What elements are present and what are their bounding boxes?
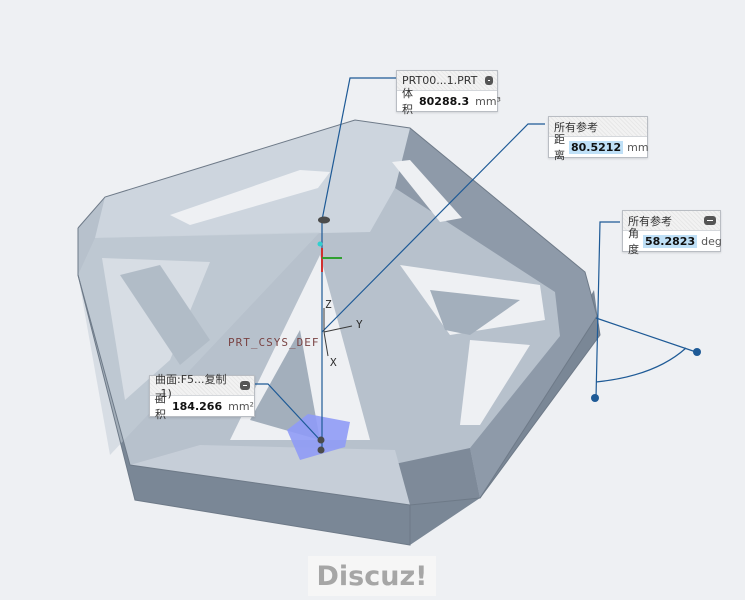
right-opening-strut bbox=[430, 290, 520, 335]
collapse-icon[interactable] bbox=[485, 76, 493, 85]
front-frame-left bbox=[78, 232, 320, 455]
callout-unit: mm³ bbox=[475, 94, 501, 108]
callout-value: 58.2823 bbox=[643, 234, 698, 248]
callout-label: 体积 bbox=[402, 87, 413, 116]
part-bottom-slab bbox=[78, 275, 600, 545]
callout-value: 80288.3 bbox=[419, 94, 470, 108]
callout-label: 距离 bbox=[554, 133, 565, 162]
center-opening-inner bbox=[250, 330, 320, 440]
collapse-icon[interactable] bbox=[239, 381, 250, 390]
measure-point-angle-vertex[interactable] bbox=[591, 394, 599, 402]
callout-title: 所有参考 bbox=[554, 120, 598, 134]
callout-value: 80.5212 bbox=[569, 140, 624, 154]
callout-unit: deg bbox=[701, 234, 722, 248]
area-callout[interactable]: 曲面:F5...复制_1) 面积 184.266 mm² bbox=[149, 373, 255, 421]
volume-callout[interactable]: PRT00...1.PRT 体积 80288.3 mm³ bbox=[396, 70, 501, 116]
part-lower-right-face bbox=[390, 448, 480, 505]
callout-title: PRT00...1.PRT bbox=[402, 74, 478, 87]
watermark: Discuz! bbox=[308, 556, 436, 596]
callout-title: 曲面:F5...复制_1) bbox=[155, 373, 227, 400]
selected-face[interactable] bbox=[287, 414, 350, 460]
csys-x-label: X bbox=[330, 356, 337, 369]
callout-label: 角度 bbox=[628, 227, 639, 256]
collapse-icon[interactable] bbox=[704, 216, 716, 225]
callout-title: 所有参考 bbox=[628, 214, 672, 228]
callout-unit: mm² bbox=[228, 399, 254, 413]
csys-z-label: Z bbox=[325, 298, 332, 311]
front-frame-bottom bbox=[130, 445, 410, 505]
measure-point-face[interactable] bbox=[317, 436, 325, 444]
measure-point-angle-end[interactable] bbox=[693, 348, 701, 356]
measure-point-face-2[interactable] bbox=[317, 446, 325, 454]
top-opening bbox=[170, 170, 330, 225]
callout-unit: mm bbox=[627, 140, 649, 154]
csys-name: PRT_CSYS_DEF bbox=[228, 336, 320, 349]
measure-point-top[interactable] bbox=[318, 216, 330, 224]
callout-value: 184.266 bbox=[172, 399, 223, 413]
csys-axes bbox=[317, 241, 353, 357]
csys-y-label: Y bbox=[356, 318, 363, 331]
callout-label: 面积 bbox=[155, 392, 166, 421]
lower-right-opening bbox=[460, 340, 530, 425]
part-top-face bbox=[95, 120, 410, 238]
top-opening-right bbox=[392, 160, 462, 222]
